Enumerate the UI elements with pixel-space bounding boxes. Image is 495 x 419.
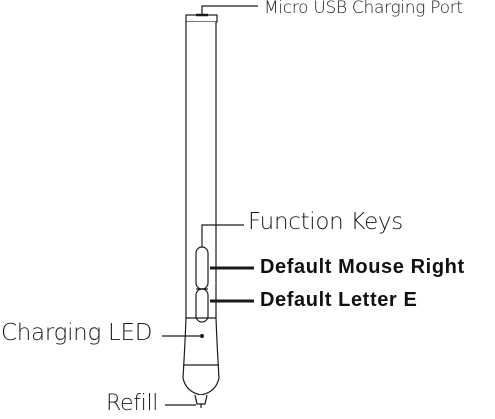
refill-label: Refill (106, 391, 159, 416)
usb-port-leader (201, 5, 258, 15)
refill-tip (194, 394, 208, 405)
charging-led-label: Charging LED (1, 320, 153, 346)
key-lower-label: Default Letter E (260, 289, 418, 311)
charging-led-dot (200, 334, 205, 339)
function-key-lower[interactable] (195, 288, 209, 323)
pen-barrel (182, 22, 220, 396)
usb-port-label: Micro USB Charging Port (264, 0, 463, 18)
function-keys-leader (201, 224, 244, 247)
key-upper-label: Default Mouse Right (260, 256, 465, 278)
function-keys-label: Function Keys (248, 209, 403, 235)
